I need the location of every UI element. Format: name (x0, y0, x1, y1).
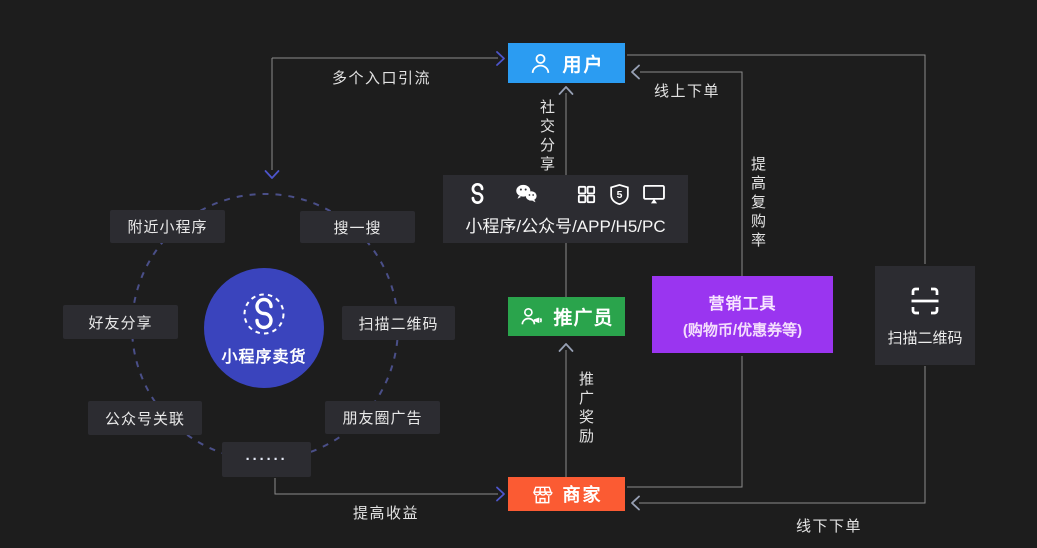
cluster-item-label: 附近小程序 (127, 219, 208, 236)
h5-icon: 5 (609, 183, 629, 205)
cluster-item-label: 扫描二维码 (358, 315, 439, 333)
label-repurchase-rate: 提高复购率 (749, 156, 766, 251)
arrowhead-into-merchant-right (631, 495, 640, 511)
promoter-node: 推广员 (508, 297, 625, 336)
cluster-item-label: 朋友圈广告 (342, 410, 423, 427)
promoter-label: 推广员 (553, 308, 614, 329)
merchant-node: 商家 (508, 477, 625, 511)
hub-node: 小程序卖货 (204, 268, 324, 388)
label-offline-order: 线下下单 (796, 518, 863, 535)
edge-qr-merchant-line (639, 366, 926, 504)
cluster-item-scan-qr: 扫描二维码 (342, 306, 455, 340)
cluster-item-official-account: 公众号关联 (88, 401, 202, 435)
marketing-tools-node: 营销工具 (购物币/优惠券等) (652, 276, 833, 353)
label-online-order: 线上下单 (654, 83, 721, 100)
pc-icon (642, 184, 665, 204)
qr-scan-icon (911, 287, 939, 315)
cluster-item-more-dots: ······ (222, 442, 311, 477)
cluster-item-label: 搜一搜 (333, 219, 382, 237)
arrowhead-down-to-ring (264, 170, 280, 179)
cluster-item-nearby-miniprogram: 附近小程序 (110, 210, 225, 243)
cluster-item-friend-share: 好友分享 (63, 305, 178, 339)
label-promo-reward: 推广奖励 (577, 371, 594, 447)
platforms-node: 5 小程序/公众号/APP/H5/PC (443, 175, 688, 243)
user-node: 用户 (508, 43, 625, 83)
person-icon (532, 53, 550, 73)
qr-scan-label: 扫描二维码 (887, 330, 963, 347)
arrowhead-up-into-promoter (558, 343, 574, 352)
marketing-tools-subtitle: (购物币/优惠券等) (682, 321, 803, 339)
hub-label: 小程序卖货 (221, 348, 307, 366)
h5-glyph: 5 (616, 190, 622, 201)
platforms-label: 小程序/公众号/APP/H5/PC (465, 217, 666, 236)
edge-income-line (274, 478, 498, 495)
edge-merchant-marketing-line (627, 356, 743, 488)
edge-user-qr-line (627, 54, 926, 264)
miniprogram-icon (471, 182, 483, 204)
cluster-item-label: ······ (245, 451, 288, 468)
arrowhead-up-into-user (558, 86, 574, 95)
miniprogram-dashed-circle-icon (243, 293, 285, 334)
cluster-item-label: 公众号关联 (104, 410, 185, 428)
qr-scan-node: 扫描二维码 (875, 266, 975, 365)
app-grid-icon (577, 185, 595, 203)
label-increase-income: 提高收益 (353, 505, 420, 522)
label-social-share: 社交分享 (538, 99, 555, 175)
cluster-item-label: 好友分享 (88, 314, 153, 332)
user-label: 用户 (562, 54, 605, 76)
cluster-item-moments-ads: 朋友圈广告 (325, 401, 440, 434)
promoter-megaphone-icon (521, 307, 543, 325)
platforms-icon-row: 5 (465, 181, 667, 207)
arrowhead-into-user-left (496, 51, 505, 66)
storefront-icon (532, 486, 553, 503)
marketing-tools-title: 营销工具 (708, 295, 777, 313)
cluster-item-search: 搜一搜 (300, 211, 415, 243)
merchant-label: 商家 (562, 485, 603, 505)
wechat-icon (515, 184, 537, 203)
edge-marketing-user-line (640, 71, 743, 276)
arrowhead-into-merchant-left (496, 486, 505, 502)
arrowhead-into-user-right (631, 64, 640, 80)
label-multi-entry: 多个入口引流 (332, 70, 432, 87)
